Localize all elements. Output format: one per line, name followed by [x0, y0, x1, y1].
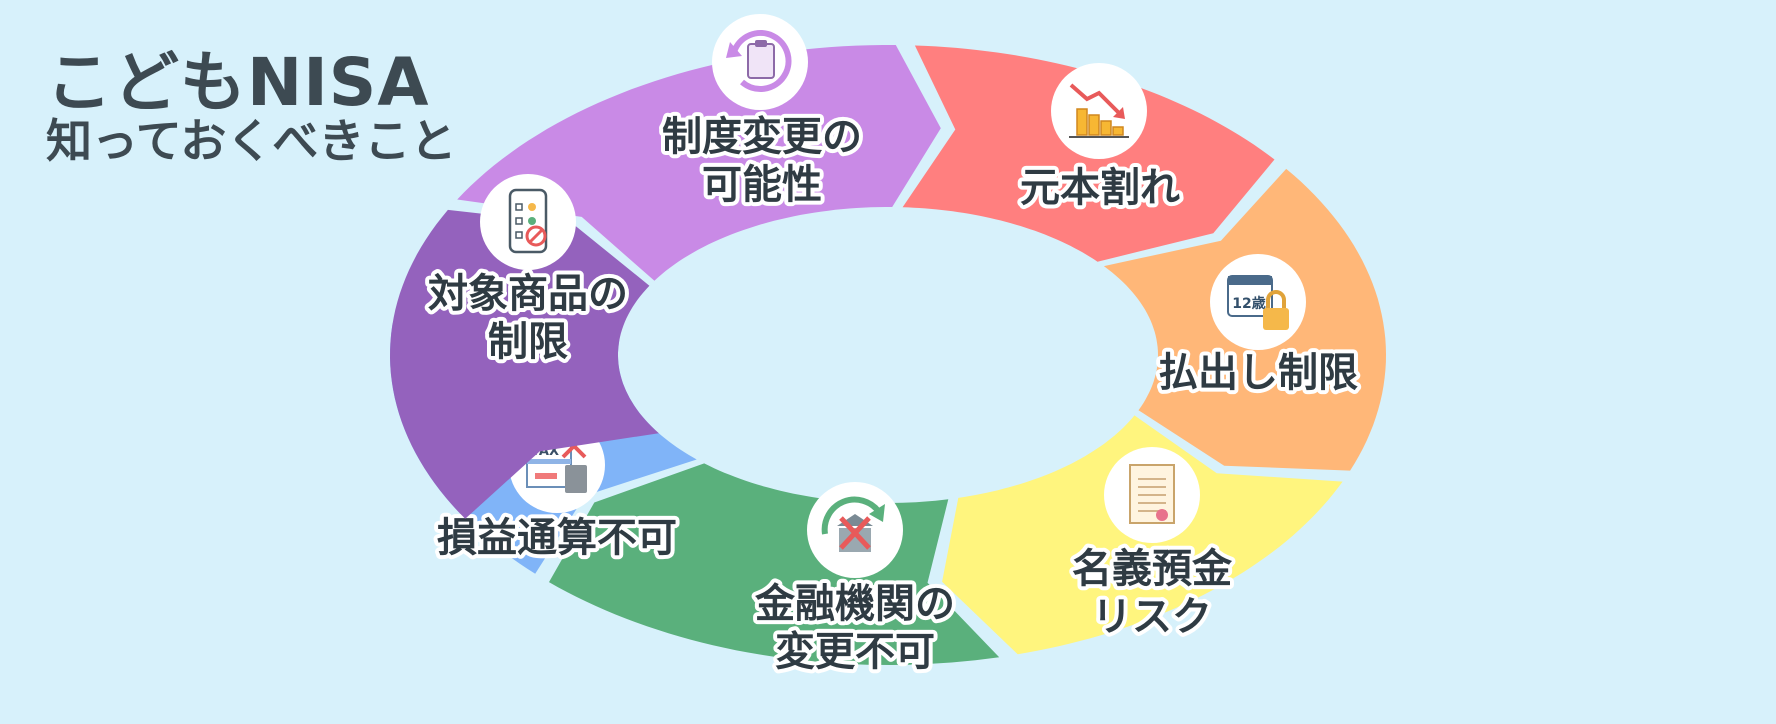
segment-label-nominee-1: 名義預金	[1072, 546, 1233, 592]
segment-label-nominee-2: リスク	[1092, 594, 1212, 640]
declining-coins-chart-icon	[1051, 63, 1147, 159]
segment-label-tax-1: 損益通算不可	[437, 515, 677, 561]
segment-label-products-1: 対象商品の	[428, 271, 628, 317]
phone-checklist-icon	[480, 174, 576, 270]
segment-label-principal-1: 元本割れ	[1020, 165, 1180, 211]
clipboard-refresh-icon	[712, 14, 808, 110]
bank-change-prohibited-icon	[807, 482, 903, 578]
certificate-document-icon	[1104, 447, 1200, 543]
page-title: こどもNISA	[46, 44, 430, 121]
segment-arrow-products	[390, 209, 659, 519]
calendar-age-text: 12歳	[1232, 295, 1265, 312]
segment-label-policy-2: 可能性	[702, 162, 822, 208]
calendar-lock-icon: 12歳	[1210, 254, 1306, 350]
segment-label-withdraw-1: 払出し制限	[1158, 350, 1358, 396]
cycle-segment-principal: 元本割れ	[902, 45, 1275, 262]
segment-arrow-policy	[457, 45, 941, 281]
segment-label-policy-1: 制度変更の	[662, 114, 862, 160]
segment-label-institution-1: 金融機関の	[754, 581, 955, 627]
segment-label-institution-2: 変更不可	[775, 629, 935, 675]
page-subtitle: 知っておくべきこと	[46, 114, 457, 168]
segment-label-products-2: 制限	[488, 319, 568, 365]
